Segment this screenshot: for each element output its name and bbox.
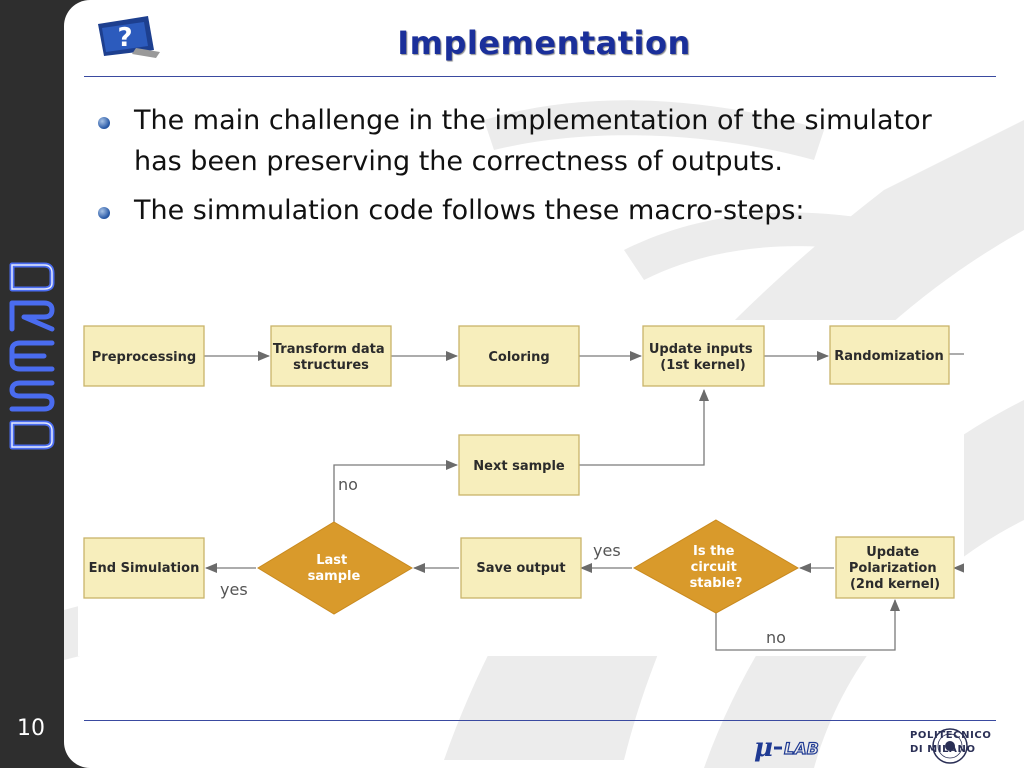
node-transform-line1: Transform data <box>273 342 385 357</box>
node-end-simulation: End Simulation <box>89 561 200 576</box>
footer-logos: μ LAB <box>754 728 968 764</box>
node-next-sample: Next sample <box>473 459 565 474</box>
label-last-sample-no: no <box>338 475 358 494</box>
bullet-item: The simmulation code follows these macro… <box>96 190 976 231</box>
node-is-stable-line1: Is the <box>693 544 735 559</box>
node-is-stable-diamond <box>632 519 800 614</box>
mu-lab-logo: μ LAB <box>754 733 819 763</box>
dresd-vertical-logo <box>9 262 55 450</box>
node-next-sample-box <box>458 434 580 496</box>
label-stable-yes: yes <box>593 541 621 560</box>
svg-text:LAB: LAB <box>784 739 819 758</box>
bullet-text: The simmulation code follows these macro… <box>134 195 805 226</box>
sidebar: 10 <box>0 0 64 768</box>
node-is-stable-line2: circuit <box>691 560 737 575</box>
bullet-list: The main challenge in the implementation… <box>96 100 976 239</box>
bullet-icon <box>98 117 110 129</box>
node-update-inputs-line1: Update inputs <box>649 342 753 357</box>
node-update-polarization-box <box>835 536 955 599</box>
node-preprocessing-box <box>83 325 205 387</box>
node-end-simulation-box <box>83 537 205 599</box>
slide-title: Implementation <box>397 24 691 62</box>
node-is-stable-line3: stable? <box>690 576 743 591</box>
node-update-polarization-line1: Update <box>866 545 919 560</box>
flowchart: Preprocessing Transform data structures … <box>78 320 964 656</box>
edge-randomization-update-polarization <box>949 353 964 573</box>
node-randomization: Randomization <box>834 349 943 364</box>
node-save-output: Save output <box>476 561 565 576</box>
node-last-sample-diamond <box>257 521 413 615</box>
svg-text:?: ? <box>117 23 132 53</box>
node-transform: Transform data structures <box>273 342 389 373</box>
footer-divider <box>84 720 996 721</box>
politecnico-line1: POLITECNICO <box>910 730 992 741</box>
node-coloring-box <box>458 325 580 387</box>
bullet-icon <box>98 207 110 219</box>
node-transform-line2: structures <box>293 358 369 373</box>
edge-next-sample-update-inputs <box>579 389 709 466</box>
node-update-polarization-line2: Polarization <box>849 561 937 576</box>
edge-stable-no <box>715 599 900 651</box>
node-transform-box <box>270 325 392 387</box>
svg-text:μ: μ <box>754 733 773 763</box>
node-update-inputs-line2: (1st kernel) <box>660 358 745 373</box>
node-preprocessing: Preprocessing <box>92 350 196 365</box>
bullet-text: The main challenge in the implementation… <box>134 105 932 177</box>
title-divider <box>84 76 996 77</box>
node-randomization-box <box>829 325 950 385</box>
slide-number: 10 <box>17 716 45 741</box>
node-is-stable: Is the circuit stable? <box>690 544 743 591</box>
slide-canvas: ? Implementation The main challenge in t… <box>64 0 1024 768</box>
node-update-polarization-line3: (2nd kernel) <box>850 577 940 592</box>
politecnico-line2: DI MILANO <box>910 744 976 755</box>
node-last-sample: Last sample <box>308 553 361 584</box>
politecnico-name: POLITECNICO DI MILANO <box>910 729 991 757</box>
label-last-sample-yes: yes <box>220 580 248 599</box>
label-stable-no: no <box>766 628 786 647</box>
node-coloring: Coloring <box>488 350 549 365</box>
node-update-polarization: Update Polarization (2nd kernel) <box>849 545 941 592</box>
node-update-inputs-box <box>642 325 765 387</box>
node-last-sample-line2: sample <box>308 569 361 584</box>
node-update-inputs: Update inputs (1st kernel) <box>649 342 757 373</box>
node-last-sample-line1: Last <box>316 553 347 568</box>
help-question-icon: ? <box>98 16 160 58</box>
edge-last-sample-no <box>333 460 458 522</box>
node-save-output-box <box>460 537 582 599</box>
politecnico-seal-icon <box>932 728 968 764</box>
bullet-item: The main challenge in the implementation… <box>96 100 976 182</box>
